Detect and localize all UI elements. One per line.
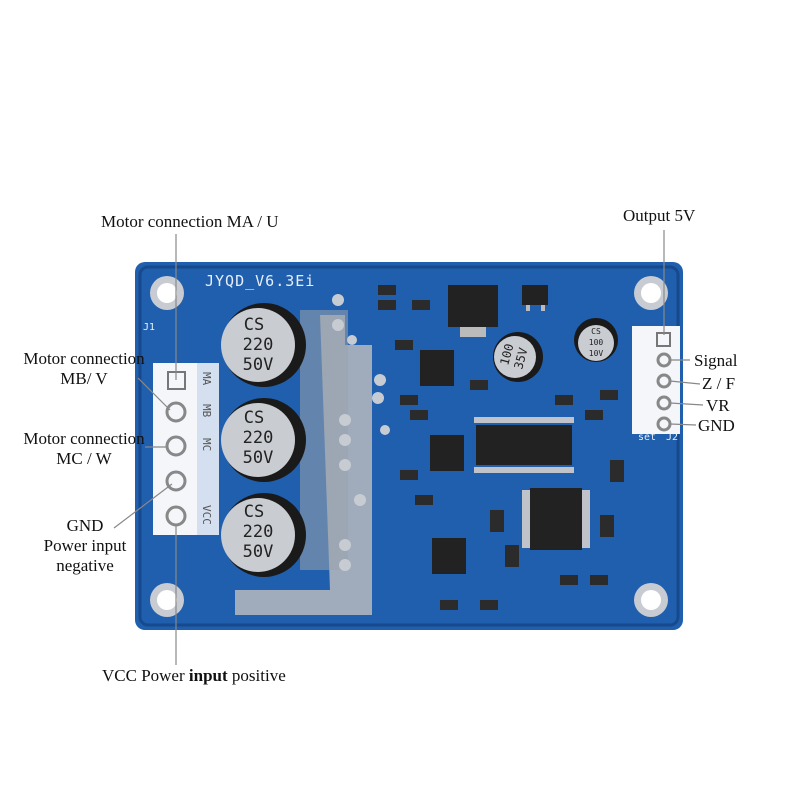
mounting-hole	[150, 276, 184, 310]
svg-text:220: 220	[243, 428, 274, 448]
svg-text:50V: 50V	[243, 448, 274, 468]
label-vcc-pre: VCC Power	[102, 666, 189, 685]
capacitor-2: CS 220 50V	[221, 398, 306, 482]
label-vcc-power: VCC Power input positive	[102, 666, 286, 686]
label-vr: VR	[706, 396, 730, 415]
label-vcc-bold: input	[188, 666, 228, 685]
svg-text:10V: 10V	[589, 349, 604, 358]
voltage-regulator	[448, 285, 498, 337]
label-motor-mc-line1: Motor connection	[23, 429, 145, 448]
model-silkscreen: JYQD_V6.3Ei	[205, 272, 315, 290]
svg-text:50V: 50V	[243, 542, 274, 562]
transistor	[522, 285, 548, 311]
leader-lines	[113, 230, 704, 665]
j2-silkscreen: J2	[666, 432, 678, 443]
label-zf: Z / F	[702, 374, 736, 393]
pin-silk-ma: MA	[200, 372, 213, 386]
svg-text:CS: CS	[244, 408, 264, 428]
j1-silkscreen: J1	[143, 322, 155, 333]
label-motor-mb: Motor connection MB/ V	[22, 349, 146, 389]
capacitor-100uf: 100 35V	[493, 332, 543, 382]
signal-header	[632, 326, 680, 434]
label-gnd-line2: Power input	[43, 536, 127, 555]
capacitor-small: CS 100 10V	[574, 318, 618, 362]
pin-silk-mb: MB	[200, 404, 213, 418]
set-silkscreen: set	[638, 432, 656, 443]
svg-text:35V: 35V	[511, 346, 530, 371]
label-motor-mb-line2: MB/ V	[60, 369, 108, 388]
mounting-hole	[634, 276, 668, 310]
label-motor-mc-line2: MC / W	[56, 449, 112, 468]
svg-text:50V: 50V	[243, 355, 274, 375]
svg-text:220: 220	[243, 335, 274, 355]
capacitor-3: CS 220 50V	[221, 493, 306, 577]
motor-terminal-header: MA MB MC VCC	[153, 363, 219, 535]
pin-silk-mc: MC	[200, 438, 213, 451]
mounting-hole	[634, 583, 668, 617]
svg-text:100: 100	[589, 338, 604, 347]
pin-silk-vcc: VCC	[200, 505, 213, 525]
mounting-hole	[150, 583, 184, 617]
svg-text:220: 220	[243, 522, 274, 542]
label-motor-ma: Motor connection MA / U	[101, 212, 279, 231]
label-motor-mb-line1: Motor connection	[23, 349, 145, 368]
svg-text:CS: CS	[244, 502, 264, 522]
ic-chip	[420, 350, 582, 574]
label-output-5v: Output 5V	[623, 206, 696, 225]
label-gnd-line1: GND	[66, 516, 104, 535]
label-motor-mc: Motor connection MC / W	[22, 429, 146, 469]
capacitor-1: CS 220 50V	[221, 303, 306, 387]
label-signal: Signal	[694, 351, 738, 370]
label-vcc-post: positive	[227, 666, 286, 685]
label-gnd-power: GND Power input negative	[30, 516, 140, 576]
svg-text:CS: CS	[591, 327, 601, 336]
label-gnd-line3: negative	[56, 556, 114, 575]
label-gnd-right: GND	[698, 416, 735, 435]
svg-text:CS: CS	[244, 315, 264, 335]
svg-text:100: 100	[497, 342, 516, 367]
